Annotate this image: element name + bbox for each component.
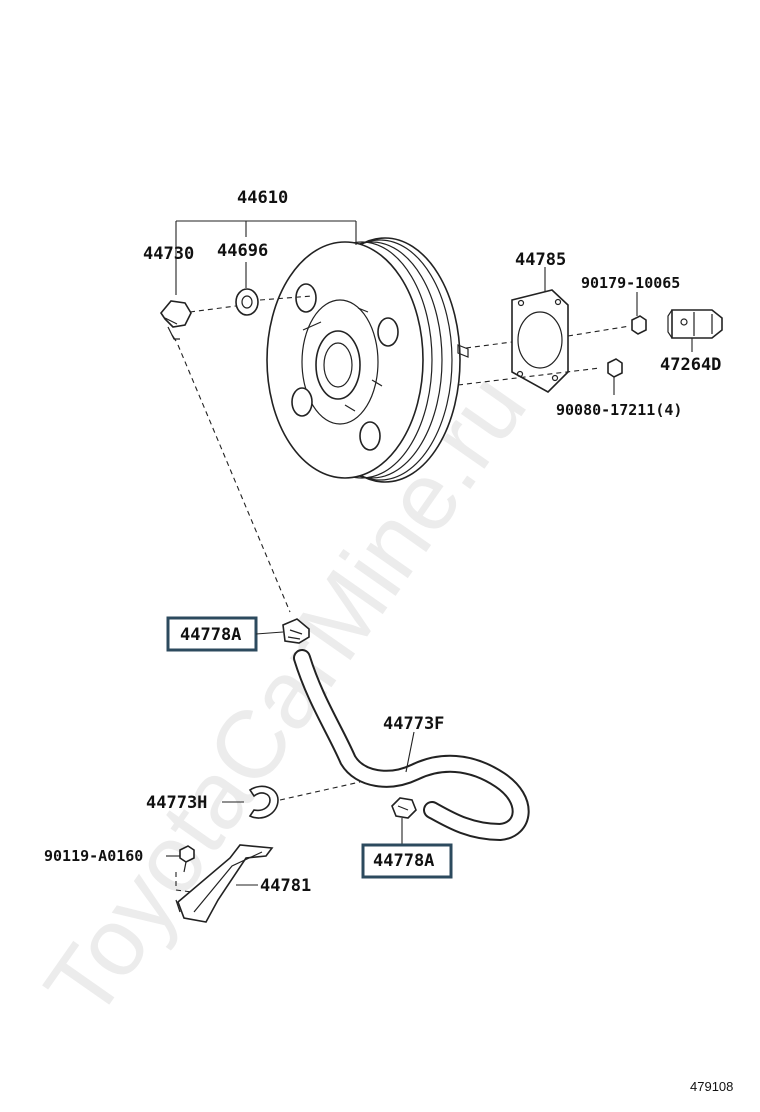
stud-dash-line [457, 367, 601, 386]
bracket-part [667, 309, 723, 339]
bolt-dash-line [175, 872, 193, 893]
label-44778A-upper: 44778A [180, 625, 241, 645]
figure-number: 479108 [690, 1079, 733, 1094]
label-44785: 44785 [515, 250, 566, 270]
label-44773H: 44773H [146, 793, 207, 813]
label-44730: 44730 [143, 244, 194, 264]
upper-clip-leader [255, 631, 284, 635]
label-47264D: 47264D [660, 355, 721, 375]
lower-clip-part [391, 797, 417, 819]
label-44781: 44781 [260, 876, 311, 896]
clevis-part [160, 300, 192, 342]
upper-clip-part [282, 618, 310, 644]
label-44610: 44610 [237, 188, 288, 208]
vacuum-dash-line [177, 344, 291, 613]
hose-leader [405, 731, 415, 773]
clamp-dash-line [279, 781, 361, 801]
label-90080-17211: 90080-17211(4) [556, 401, 682, 419]
label-90179-10065: 90179-10065 [581, 274, 680, 292]
hose-bracket-part [175, 844, 274, 923]
clevis-dash-line [189, 295, 313, 313]
label-44778A-lower: 44778A [373, 851, 434, 871]
highlight-box-lower [361, 843, 453, 879]
label-44696: 44696 [217, 241, 268, 261]
gasket-part [511, 289, 569, 393]
brake-booster [266, 237, 469, 483]
booster-leader [175, 220, 357, 295]
bolt-part [179, 845, 195, 873]
seal-part [235, 288, 259, 316]
clamp-part [248, 785, 279, 819]
watermark-text: ToyotaCarMine.ru [25, 355, 547, 1037]
gasket-dash-line [465, 325, 631, 349]
nut-part [631, 315, 647, 335]
vacuum-hose [293, 649, 530, 842]
label-90119-A0160: 90119-A0160 [44, 847, 143, 865]
label-44773F: 44773F [383, 714, 444, 734]
stud-nut-part [607, 358, 623, 378]
